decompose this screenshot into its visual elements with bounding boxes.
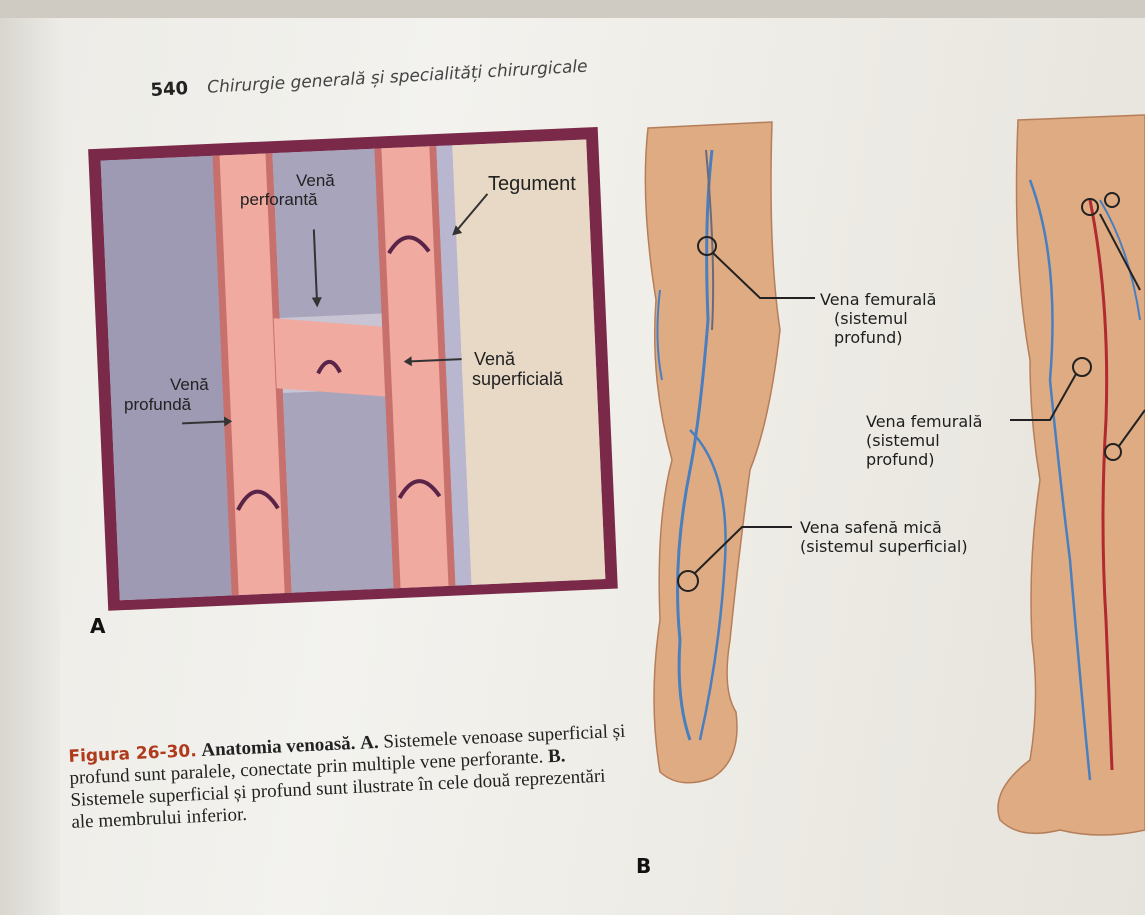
- label-deep-vein-line2: profundă: [124, 396, 191, 414]
- caption-marker-b: B.: [548, 745, 566, 767]
- label-perforating-vein-line2: perforantă: [240, 191, 318, 209]
- label-femoral-vein-2-line3: profund): [866, 450, 934, 469]
- label-perforating-vein: Venă: [296, 172, 335, 190]
- figure-a-letter: A: [90, 614, 105, 638]
- label-femoral-vein-1-line3: profund): [834, 328, 902, 347]
- label-line: Venă: [296, 172, 335, 190]
- caption-marker-a: A.: [360, 732, 379, 754]
- leg-front-view: [998, 115, 1145, 835]
- label-superficial-vein: Venă: [474, 350, 515, 368]
- label-femoral-vein-2-line2: (sistemul: [866, 431, 940, 450]
- fascia-lower: [283, 388, 402, 593]
- label-superficial-vein-line2: superficială: [472, 370, 563, 388]
- label-skin: Tegument: [488, 175, 576, 193]
- label-small-saphenous-vein: Vena safenă mică: [800, 518, 942, 537]
- label-deep-vein: Venă: [170, 376, 209, 394]
- label-femoral-vein-1-line2: (sistemul: [834, 309, 908, 328]
- leg-back-view: [645, 122, 780, 783]
- label-small-saphenous-vein-line2: (sistemul superficial): [800, 537, 968, 556]
- label-femoral-vein-2: Vena femurală: [866, 412, 982, 431]
- label-femoral-vein-1: Vena femurală: [820, 290, 936, 309]
- figure-b-letter: B: [636, 854, 651, 878]
